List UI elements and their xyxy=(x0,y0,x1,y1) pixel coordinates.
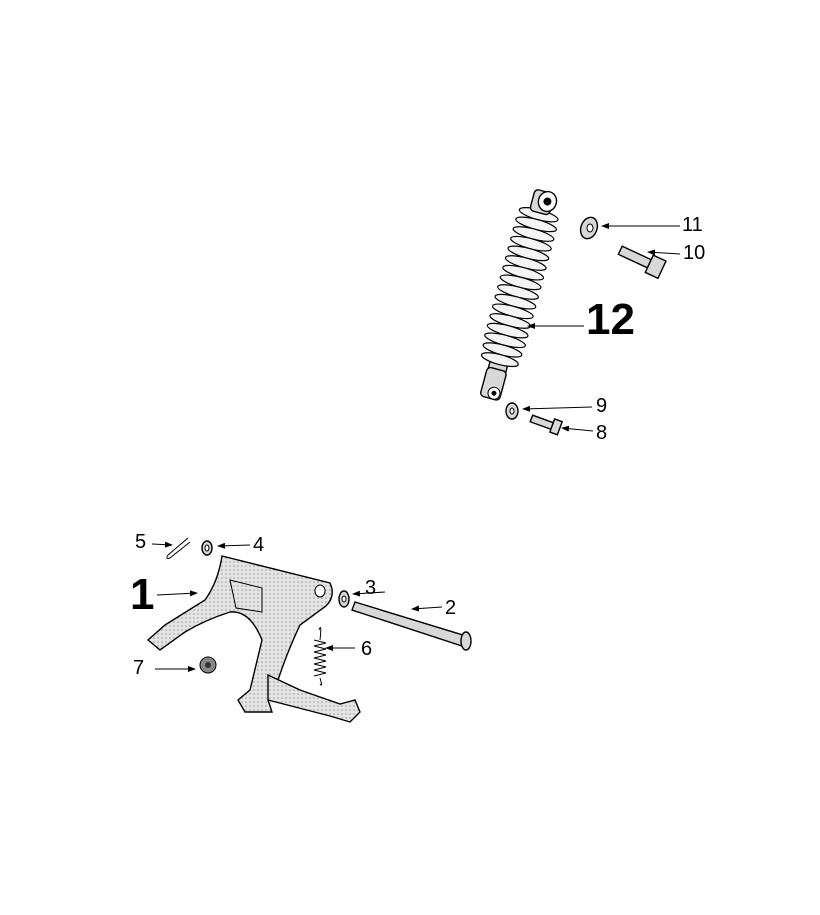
callout-3: 3 xyxy=(365,577,376,599)
washer-9 xyxy=(505,402,519,420)
leader-lines xyxy=(151,223,681,672)
callout-5: 5 xyxy=(135,531,146,553)
callout-4: 4 xyxy=(253,534,264,556)
bolt-8 xyxy=(529,414,564,436)
callout-2: 2 xyxy=(445,597,456,619)
washer-4 xyxy=(201,540,213,556)
callout-10: 10 xyxy=(683,242,705,264)
callout-1: 1 xyxy=(130,570,154,619)
washer-11 xyxy=(579,216,599,240)
callout-7: 7 xyxy=(133,657,144,679)
nut-7 xyxy=(199,656,217,674)
clip-5 xyxy=(166,537,191,560)
callout-12: 12 xyxy=(586,295,635,344)
bolt-10 xyxy=(617,245,667,280)
callout-9: 9 xyxy=(596,395,607,417)
shock-absorber xyxy=(480,189,559,401)
spring-6 xyxy=(313,627,327,686)
washer-3 xyxy=(338,590,350,608)
center-stand xyxy=(146,555,361,723)
callout-6: 6 xyxy=(361,638,372,660)
callout-8: 8 xyxy=(596,422,607,444)
pin-2 xyxy=(351,601,472,651)
callout-11: 11 xyxy=(682,214,703,236)
